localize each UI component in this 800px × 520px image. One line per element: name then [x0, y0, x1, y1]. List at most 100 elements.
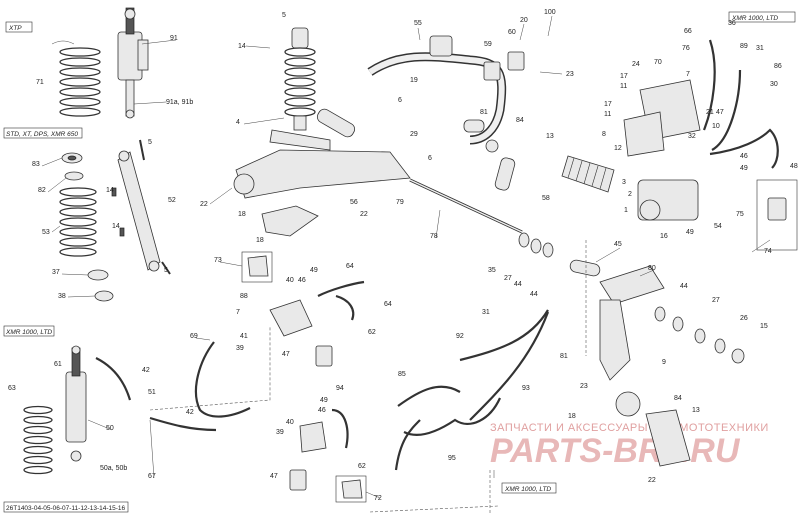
callout-17-mid: 17 [604, 101, 612, 108]
callout-13-bottom: 13 [692, 407, 700, 414]
callout-12: 12 [614, 145, 622, 152]
callout-47-mid: 47 [282, 351, 290, 358]
callout-44-mid: 44 [530, 291, 538, 298]
callout-56: 56 [350, 199, 358, 206]
svg-text:XMR 1000, LTD: XMR 1000, LTD [504, 486, 551, 493]
ring-37 [87, 269, 109, 281]
callout-51: 51 [148, 389, 156, 396]
linkage-rod-79 [316, 108, 356, 138]
shock-50 [65, 345, 87, 462]
callout-29: 29 [410, 131, 418, 138]
variant-label-xmr-bottom: XMR 1000, LTD [501, 482, 557, 494]
caliper-73 [241, 251, 273, 283]
callout-46-mid: 46 [298, 277, 306, 284]
plate-22-bottom [645, 409, 691, 467]
boot-33 [561, 155, 615, 193]
callout-39-bottom: 39 [276, 429, 284, 436]
long-rod-78 [409, 178, 523, 234]
callout-16: 16 [660, 233, 668, 240]
callout-37: 37 [52, 269, 60, 276]
callout-91ab: 91a, 91b [166, 99, 193, 106]
callout-76: 76 [682, 45, 690, 52]
svg-text:STD, XT, DPS, XMR 650: STD, XT, DPS, XMR 650 [6, 131, 78, 138]
variant-label-xmr-top: XMR 1000, LTD [728, 11, 796, 23]
callout-labels: 71 91 91a, 91b 83 82 53 37 38 5 14 52 14… [8, 9, 798, 502]
callout-8: 8 [602, 131, 606, 138]
brake-lines [95, 280, 365, 449]
callout-61: 61 [54, 361, 62, 368]
callout-86: 86 [774, 63, 782, 70]
watermark-logo: PARTS-BRP.RU [490, 432, 741, 470]
cable-48 [709, 128, 779, 169]
callout-30: 30 [770, 81, 778, 88]
callout-47-top: 47 [716, 109, 724, 116]
callout-31-mid: 31 [482, 309, 490, 316]
callout-1: 1 [624, 207, 628, 214]
brake-motor-54 [637, 179, 699, 221]
callout-49-top: 49 [740, 165, 748, 172]
spring-53 [59, 187, 97, 257]
callout-66: 66 [684, 28, 692, 35]
callout-14-left-b: 14 [112, 223, 120, 230]
callout-22-left: 22 [200, 201, 208, 208]
callout-31-top: 31 [756, 45, 764, 52]
callout-36: 36 [728, 20, 736, 27]
callout-17-top: 17 [620, 73, 628, 80]
callout-47-bottom: 47 [270, 473, 278, 480]
callout-64-mid: 64 [384, 301, 392, 308]
callout-49-bottom: 49 [320, 397, 328, 404]
callout-45: 45 [614, 241, 622, 248]
bolt-14-left-b [119, 227, 125, 237]
skid-plate-56 [261, 205, 319, 237]
dashed-lines [149, 240, 587, 515]
washers-44 [518, 232, 745, 364]
callout-100: 100 [544, 9, 556, 16]
callout-35: 35 [488, 267, 496, 274]
callout-79: 79 [396, 199, 404, 206]
callout-69: 69 [190, 333, 198, 340]
callout-21: 21 [706, 109, 714, 116]
callout-42-top: 42 [142, 367, 150, 374]
callout-67: 67 [148, 473, 156, 480]
callout-91: 91 [170, 35, 178, 42]
link-84 [485, 139, 499, 153]
svg-text:XMR 1000, LTD: XMR 1000, LTD [5, 329, 52, 336]
callout-46-bottom: 46 [318, 407, 326, 414]
callout-48: 48 [790, 163, 798, 170]
link-81 [463, 119, 485, 133]
callout-95: 95 [448, 455, 456, 462]
callout-75: 75 [736, 211, 744, 218]
callout-49-mid: 49 [686, 229, 694, 236]
steering-bracket [623, 79, 701, 157]
spring-cup-83 [61, 152, 83, 164]
callout-11-top: 11 [620, 83, 627, 90]
callout-3: 3 [622, 179, 626, 186]
leader-lines [41, 15, 771, 499]
callout-72: 72 [374, 495, 382, 502]
hoses-center [394, 309, 550, 471]
spring-seat-82 [64, 171, 84, 181]
callout-74: 74 [764, 248, 772, 255]
callout-49-left: 49 [310, 267, 318, 274]
callout-78: 78 [430, 233, 438, 240]
callout-44-left: 44 [514, 281, 522, 288]
callout-59: 59 [484, 41, 492, 48]
callout-84-bottom: 84 [674, 395, 682, 402]
callout-73: 73 [214, 257, 222, 264]
callout-42-bottom: 42 [186, 409, 194, 416]
callout-64-top: 64 [346, 263, 354, 270]
callout-63: 63 [8, 385, 16, 392]
callout-58: 58 [542, 195, 550, 202]
callout-81-bottom: 81 [560, 353, 568, 360]
callout-85: 85 [398, 371, 406, 378]
bolt-14-left [111, 187, 117, 197]
callout-40-top: 40 [286, 277, 294, 284]
bushing-60 [507, 51, 525, 71]
callout-23-top: 23 [566, 71, 574, 78]
callout-9: 9 [662, 359, 666, 366]
bracket-19 [429, 35, 453, 57]
callout-41: 41 [240, 333, 248, 340]
callout-50ab: 50a, 50b [100, 465, 127, 472]
callout-71: 71 [36, 79, 44, 86]
